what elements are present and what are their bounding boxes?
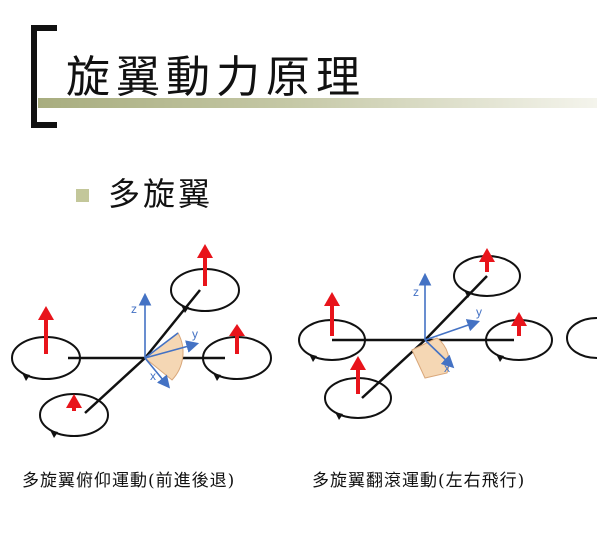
axis-z-label: z [131,302,137,316]
pitch-diagram: z y x [11,244,272,438]
pitch-caption: 多旋翼俯仰運動(前進後退) [22,471,236,491]
title-bracket [31,25,57,128]
axis-x-label: x [150,369,156,383]
axis-y-arrow [424,319,481,341]
quad-arm-back [144,289,201,359]
quad-arm-front [84,357,146,414]
quad-arm-back [424,275,488,341]
roll-caption: 多旋翼翻滾運動(左右飛行) [312,471,526,491]
bullet-square-icon [76,189,89,202]
rotor-partial [566,317,597,359]
roll-diagram: z y x [298,248,597,420]
tilted-axis [144,332,179,359]
pitch-angle-wedge [144,332,184,381]
title-underline-band [38,98,597,108]
bullet-text: 多旋翼 [108,175,214,213]
axis-x-arrow [424,339,455,369]
axis-z-label: z [413,285,419,299]
axis-y-arrow [144,340,200,359]
axis-y-label: y [192,327,198,341]
slide-title: 旋翼動力原理 [66,52,366,103]
axis-x-label: x [444,361,450,375]
axis-y-label: y [476,305,482,319]
axis-x-arrow [144,357,171,389]
